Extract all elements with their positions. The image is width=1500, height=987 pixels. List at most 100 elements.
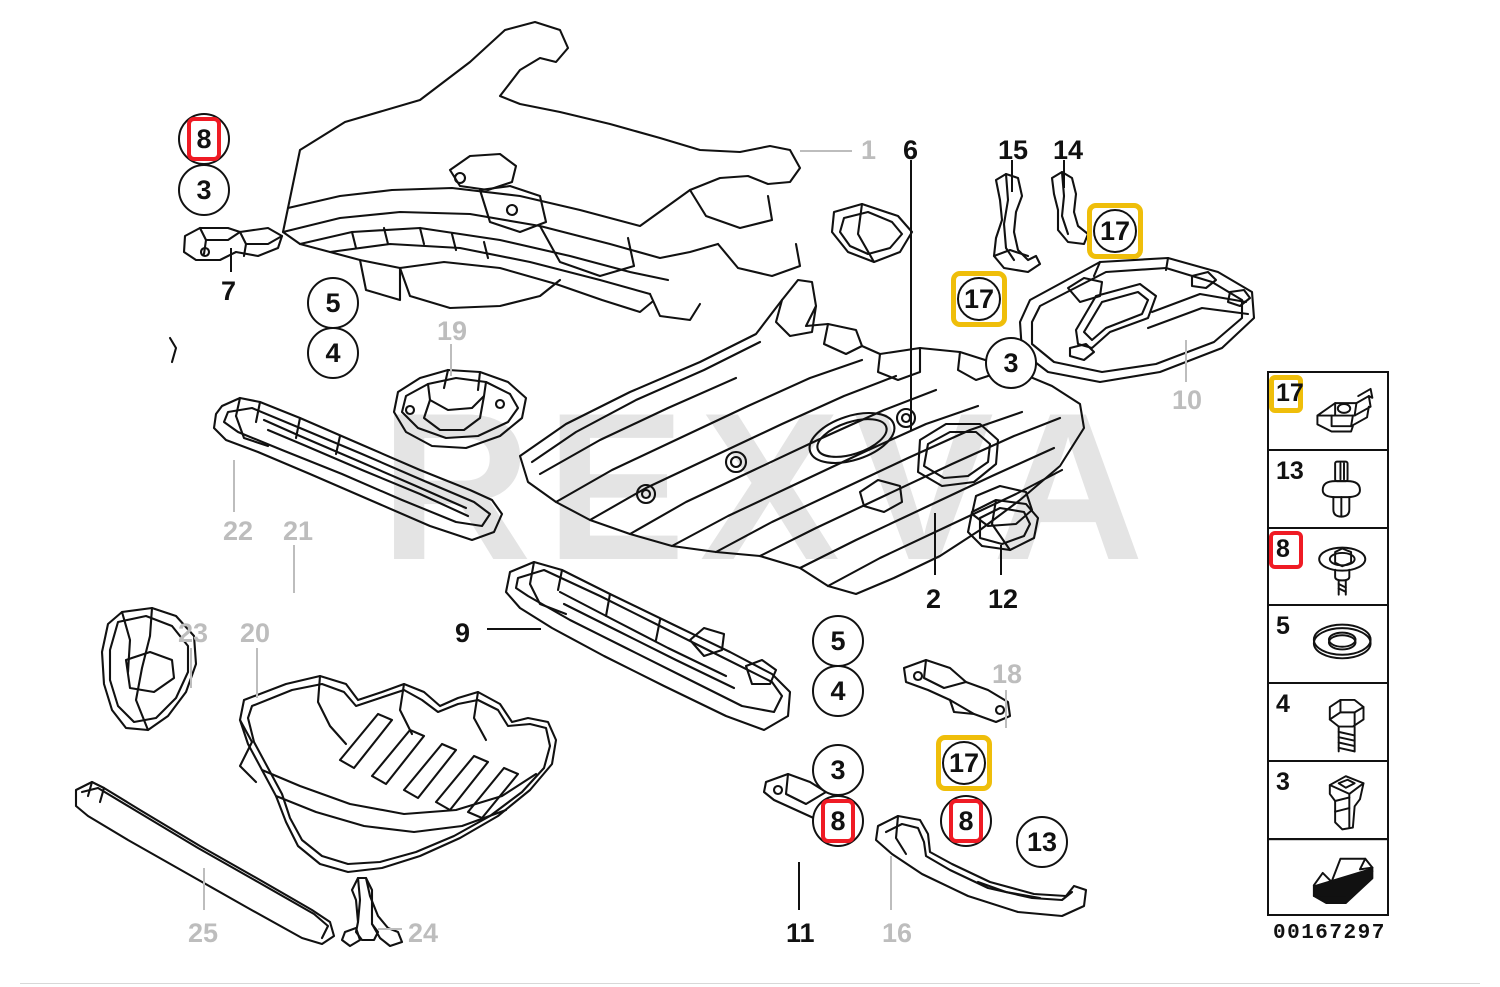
legend-number-text: 3 xyxy=(1276,767,1290,796)
legend-item-number: 13 xyxy=(1276,458,1304,484)
part-7-bracket xyxy=(182,226,284,262)
part-12-grommet xyxy=(966,498,1040,552)
fastener-legend-panel: 17 13 8 5 4 3 xyxy=(1267,371,1389,916)
leader-15 xyxy=(1011,160,1013,192)
legend-number-text: 4 xyxy=(1276,690,1290,719)
part-14-bracket xyxy=(1050,170,1090,246)
leader-2 xyxy=(934,513,936,575)
callout-8-mid[interactable]: 8 xyxy=(812,795,864,847)
leader-14 xyxy=(1063,160,1065,188)
legend-item-number: 4 xyxy=(1276,692,1290,717)
diagram-id-number: 00167297 xyxy=(1273,922,1386,945)
leader-11 xyxy=(798,862,800,910)
legend-4[interactable]: 4 xyxy=(1269,684,1387,762)
callout-number: 5 xyxy=(830,625,846,656)
legend-3[interactable]: 3 xyxy=(1269,762,1387,840)
legend-panel[interactable] xyxy=(1269,839,1387,918)
callout-inner-circle xyxy=(1093,209,1137,253)
callout-number: 13 xyxy=(1026,826,1058,857)
callout-4-mid[interactable]: 4 xyxy=(812,665,864,717)
callout-3-center[interactable]: 3 xyxy=(985,337,1037,389)
legend-item-number: 3 xyxy=(1276,767,1290,796)
legend-item-number: 5 xyxy=(1276,614,1290,639)
label-7: 7 xyxy=(221,276,237,306)
part-15-bracket xyxy=(992,172,1042,274)
part-20-lower-engine-shield xyxy=(238,674,558,874)
callout-5-left[interactable]: 5 xyxy=(307,277,359,329)
callout-4-left[interactable]: 4 xyxy=(307,327,359,379)
leader-24 xyxy=(378,928,402,930)
label-16: 16 xyxy=(882,918,913,948)
leader-16 xyxy=(890,856,892,910)
legend-17[interactable]: 17 xyxy=(1269,373,1387,451)
expanding-rivet-icon xyxy=(1321,460,1361,518)
callout-17-topright[interactable]: 17 xyxy=(1087,203,1143,259)
callout-3-topleft[interactable]: 3 xyxy=(178,164,230,216)
part-23-air-duct xyxy=(100,606,198,732)
label-24: 24 xyxy=(408,918,439,948)
part-24-support-strut xyxy=(340,876,404,948)
callout-17-center[interactable]: 17 xyxy=(951,271,1007,327)
label-6: 6 xyxy=(903,135,919,165)
leader-22 xyxy=(233,460,235,512)
panel-section-icon xyxy=(1312,857,1374,904)
callout-17-bottom[interactable]: 17 xyxy=(936,735,992,791)
callout-number: 17 xyxy=(1099,215,1131,246)
label-20: 20 xyxy=(240,618,271,648)
label-19: 19 xyxy=(437,316,468,346)
legend-5[interactable]: 5 xyxy=(1269,606,1387,685)
part-6-cover-plate xyxy=(830,202,914,264)
label-12: 12 xyxy=(988,584,1019,614)
callout-number: 3 xyxy=(196,174,212,205)
callout-number: 4 xyxy=(830,675,846,706)
legend-red-highlight xyxy=(1269,530,1303,569)
callout-number: 8 xyxy=(196,123,212,154)
label-1: 1 xyxy=(861,135,877,165)
label-18: 18 xyxy=(992,659,1023,689)
leader-20 xyxy=(256,648,258,698)
label-9: 9 xyxy=(455,618,471,648)
leader-25 xyxy=(203,868,205,910)
callout-number: 3 xyxy=(1003,347,1019,378)
page-bottom-divider xyxy=(20,983,1480,984)
washer-grommet-icon xyxy=(1312,624,1372,660)
callout-number: 8 xyxy=(830,805,846,836)
label-21: 21 xyxy=(283,516,314,546)
callout-number: 17 xyxy=(948,747,980,778)
part-10-rear-floor-shield xyxy=(1018,256,1256,384)
legend-number-text: 8 xyxy=(1276,534,1290,563)
callout-number: 5 xyxy=(325,287,341,318)
part-19-mounting-bracket xyxy=(392,368,528,450)
leader-7 xyxy=(230,248,232,272)
push-in-plug-icon xyxy=(1328,775,1365,831)
leader-10 xyxy=(1185,340,1187,382)
callout-number: 4 xyxy=(325,337,341,368)
legend-8[interactable]: 8 xyxy=(1269,529,1387,607)
label-22: 22 xyxy=(223,516,254,546)
callout-8-topleft[interactable]: 8 xyxy=(178,113,230,165)
legend-13[interactable]: 13 xyxy=(1269,451,1387,529)
legend-item-number: 17 xyxy=(1269,375,1304,413)
callout-13-bottom[interactable]: 13 xyxy=(1016,816,1068,868)
part-18-small-bracket xyxy=(902,658,1012,724)
legend-number-text: 5 xyxy=(1276,612,1290,641)
flanged-hex-screw-icon xyxy=(1318,546,1367,596)
callout-3-mid[interactable]: 3 xyxy=(812,744,864,796)
hex-bolt-icon xyxy=(1328,699,1365,753)
callout-number: 17 xyxy=(963,283,995,314)
leader-1 xyxy=(800,150,852,152)
spring-clip-icon xyxy=(1316,387,1374,433)
callout-number: 8 xyxy=(958,805,974,836)
callout-number: 3 xyxy=(830,754,846,785)
label-2: 2 xyxy=(926,584,942,614)
leader-6 xyxy=(910,160,912,430)
part-1-front-underbody-shield xyxy=(281,20,802,322)
leader-23 xyxy=(190,648,192,688)
watermark-text: REXVA xyxy=(380,369,1158,604)
label-14: 14 xyxy=(1053,135,1084,165)
callout-8-bottom[interactable]: 8 xyxy=(940,795,992,847)
callout-5-mid[interactable]: 5 xyxy=(812,615,864,667)
part-9-reinforcement-beam xyxy=(504,560,792,732)
part-22-21-reinforcement-rail xyxy=(168,336,504,542)
